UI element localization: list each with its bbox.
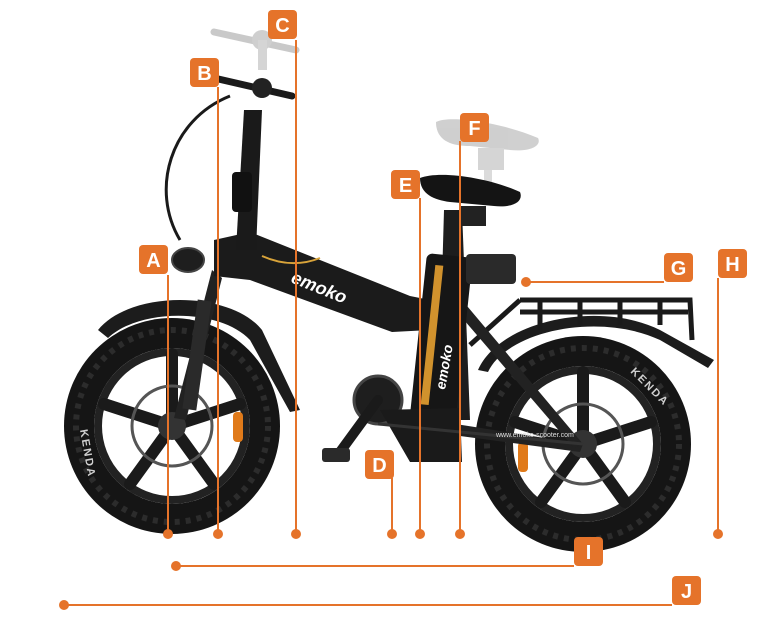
crank-arm bbox=[335, 395, 383, 457]
chain bbox=[377, 422, 584, 446]
display-unit bbox=[252, 78, 272, 98]
badge-F-letter: F bbox=[468, 118, 480, 140]
badge-H: H bbox=[718, 249, 747, 278]
badge-H-letter: H bbox=[725, 254, 739, 276]
badge-I-letter: I bbox=[586, 542, 592, 564]
badge-A-letter: A bbox=[146, 250, 160, 272]
badge-J: J bbox=[672, 576, 701, 605]
badge-F: F bbox=[460, 113, 489, 142]
badge-E-letter: E bbox=[399, 175, 412, 197]
seat bbox=[420, 174, 521, 226]
badge-J-letter: J bbox=[681, 581, 692, 603]
badge-G: G bbox=[664, 253, 693, 282]
badge-D: D bbox=[365, 450, 394, 479]
chain-stay-url: www.emoko-scooter.com bbox=[495, 432, 574, 439]
seat-stay bbox=[452, 300, 583, 448]
badge-A: A bbox=[139, 245, 168, 274]
rear-rack bbox=[468, 297, 695, 347]
fork-stanchion bbox=[182, 299, 212, 411]
main-frame bbox=[214, 232, 430, 332]
headlight bbox=[171, 247, 205, 273]
battery-brand-logo: emoko bbox=[432, 343, 456, 391]
rear-fender bbox=[478, 315, 714, 372]
bike-illustration: KENDA KENDA bbox=[64, 28, 714, 552]
badge-C: C bbox=[268, 10, 297, 39]
stem-clamp bbox=[232, 172, 252, 212]
badge-B-letter: B bbox=[197, 63, 211, 85]
badge-C-letter: C bbox=[275, 15, 289, 37]
badge-I: I bbox=[574, 537, 603, 566]
badge-B: B bbox=[190, 58, 219, 87]
frame-accent bbox=[261, 255, 321, 264]
badge-E: E bbox=[391, 170, 420, 199]
badge-G-letter: G bbox=[671, 258, 687, 280]
raised-handlebar-ghost bbox=[210, 28, 300, 70]
front-fender bbox=[98, 300, 300, 412]
battery-pack: emoko bbox=[409, 253, 516, 427]
badge-D-letter: D bbox=[372, 455, 386, 477]
brake-cable bbox=[164, 94, 231, 241]
pedal bbox=[322, 448, 350, 462]
front-wheel: KENDA bbox=[64, 318, 280, 534]
dimension-markers bbox=[59, 40, 723, 610]
